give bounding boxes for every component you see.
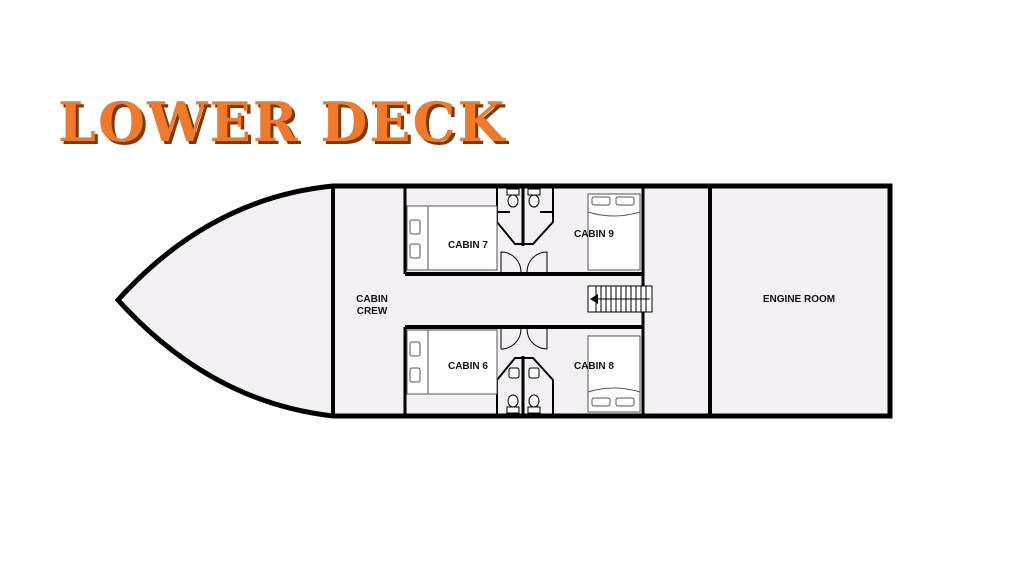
- label-engine-room: ENGINE ROOM: [763, 294, 835, 305]
- door-swing-icon: [500, 251, 548, 273]
- label-cabin-9: CABIN 9: [574, 229, 614, 240]
- hull-outline: [114, 183, 893, 419]
- page-title: LOWER DECK: [58, 90, 507, 154]
- door-swing-icon: [500, 328, 548, 350]
- label-cabin-crew: CREW: [357, 306, 388, 317]
- double-bed-icon: [587, 335, 641, 413]
- double-bed-icon: [406, 329, 498, 395]
- toilet-icon: [527, 394, 541, 414]
- bathrooms-bottom: [496, 357, 554, 416]
- staircase-icon: [587, 285, 653, 313]
- double-bed-icon: [587, 193, 641, 271]
- label-cabin-8: CABIN 8: [574, 361, 614, 372]
- arrow-left-icon: [590, 294, 598, 304]
- label-cabin-crew: CABIN: [356, 294, 388, 305]
- sink-icon: [508, 367, 540, 379]
- bathrooms-top: [496, 186, 554, 245]
- label-cabin-7: CABIN 7: [448, 240, 488, 251]
- toilet-icon: [527, 188, 541, 208]
- label-cabin-6: CABIN 6: [448, 361, 488, 372]
- double-bed-icon: [406, 205, 498, 271]
- toilet-icon: [506, 394, 520, 414]
- toilet-icon: [506, 188, 520, 208]
